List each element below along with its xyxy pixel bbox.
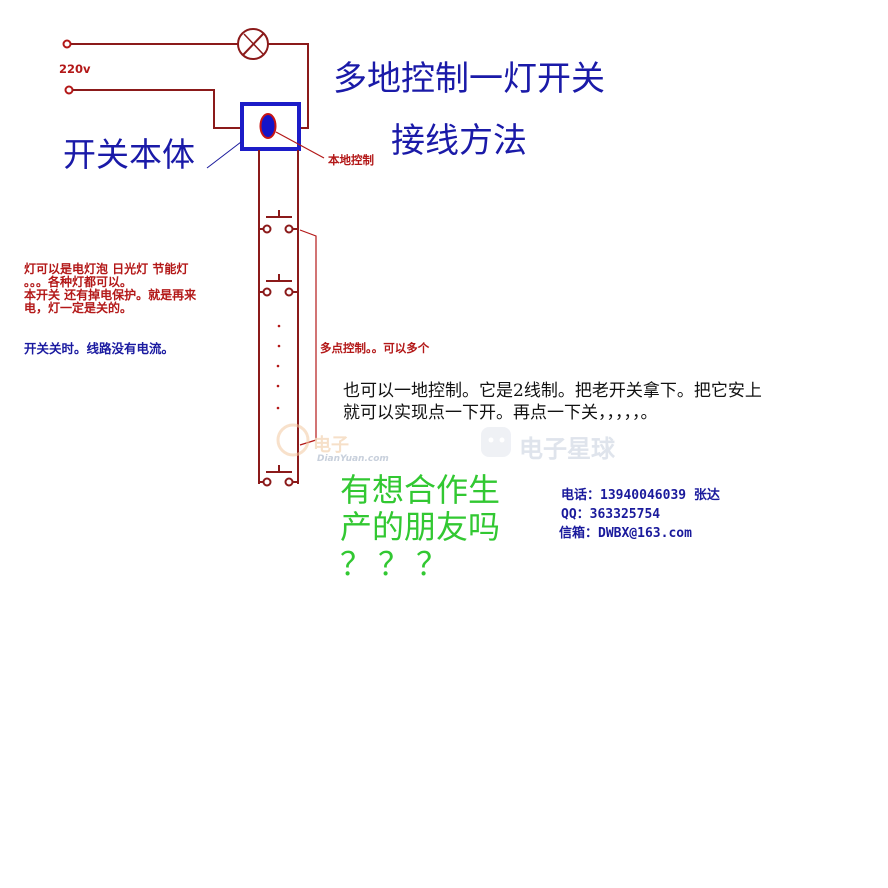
multi-point-bracket: [299, 229, 317, 446]
watermark-logo: [276, 423, 511, 457]
more-buttons-dots: [276, 324, 281, 410]
cooperation-text: 有想合作生 产的朋友吗 ？？？: [340, 472, 500, 583]
title-line-2: 接线方法: [391, 121, 527, 161]
local-control-label: 本地控制: [328, 153, 374, 167]
lamp-note-line: 本开关 还有掉电保护。就是再来: [24, 288, 197, 302]
lamp-note-line: 。。。各种灯都可以。: [24, 275, 133, 289]
voltage-label: 220v: [59, 62, 91, 76]
lamp-note-line: 电，灯一定是关的。: [24, 301, 133, 315]
lamp-note-line: 灯可以是电灯泡 日光灯 节能灯: [24, 262, 189, 276]
switch-body-label: 开关本体: [63, 135, 195, 174]
off-note: 开关关时。线路没有电流。: [24, 341, 175, 356]
contact-qq: QQ：363325754: [561, 507, 661, 522]
cooperation-line: 产的朋友吗: [340, 508, 501, 546]
wire-lamp-to-switch: [268, 43, 309, 129]
multi-point-label: 多点控制。。可以多个: [320, 341, 430, 355]
contact-phone: 电话：13940046039 张达: [561, 488, 720, 503]
watermark-brand-right: 电子星球: [519, 435, 615, 463]
leader-switch-body: [206, 141, 242, 169]
cooperation-line: 有想合作生: [340, 471, 501, 509]
lamp-note: 灯可以是电灯泡 日光灯 节能灯 。。。各种灯都可以。 本开关 还有掉电保护。就是…: [24, 263, 196, 315]
contact-email: 信箱：DWBX@163.com: [559, 526, 692, 541]
description-text: 也可以一地控制。它是2线制。把老开关拿下。把它安上就可以实现点一下开。再点一下关…: [343, 381, 762, 423]
watermark-url: DianYuan.com: [317, 454, 389, 464]
push-button-2: [259, 274, 298, 297]
leader-local-control: [275, 131, 325, 159]
supply-terminal-top: [62, 39, 72, 49]
cooperation-line: ？？？: [340, 545, 455, 583]
wire-supply-to-switch: [73, 89, 242, 129]
supply-terminal-bottom: [64, 85, 74, 95]
push-button-3: [259, 465, 298, 487]
switch-body: [240, 102, 301, 151]
watermark-brand-left: 电子: [313, 435, 349, 456]
title-line-1: 多地控制一灯开关: [333, 59, 605, 99]
push-button-1: [259, 210, 298, 234]
lamp-symbol: [237, 28, 269, 60]
contact-block: 电话：13940046039 张达 QQ：363325754 信箱：DWBX@1…: [559, 486, 720, 543]
switch-knob: [259, 113, 277, 139]
